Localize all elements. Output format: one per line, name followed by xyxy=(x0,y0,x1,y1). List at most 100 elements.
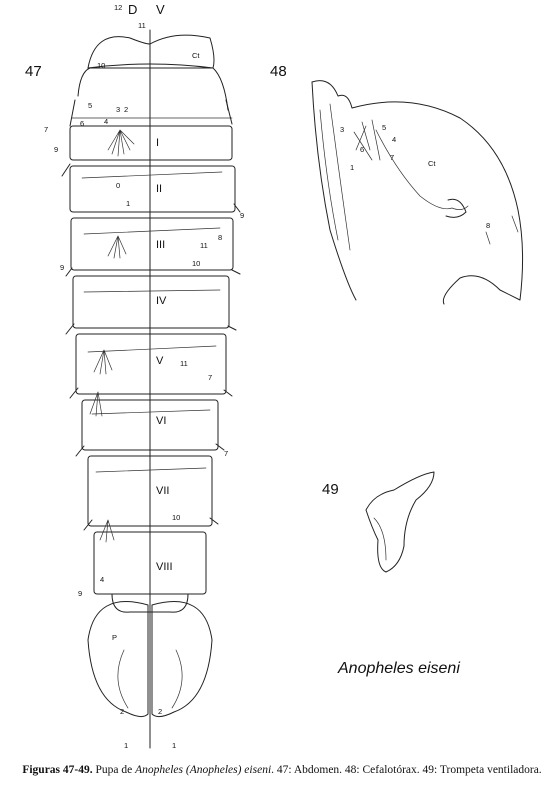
seta-label: 7 xyxy=(44,125,48,134)
seta-tuft-I xyxy=(107,129,135,157)
paddle-right-fringe xyxy=(171,649,183,709)
seta-label: 4 xyxy=(104,117,108,126)
seta-label: 12 xyxy=(114,3,122,12)
dorsal-label: D xyxy=(128,2,137,17)
seta-label: 5 xyxy=(382,123,386,132)
lateral-spines-thorax xyxy=(69,99,233,127)
segment-label: I xyxy=(156,137,159,149)
caption-taxon: Anopheles (Anopheles) eiseni xyxy=(135,764,272,776)
seta-label: 1 xyxy=(172,741,176,750)
wing-sheath-line xyxy=(375,129,469,210)
segment-label: VI xyxy=(156,415,166,427)
segment-VII-outline xyxy=(87,455,213,527)
caption-label: Figuras 47-49. xyxy=(22,764,93,776)
segment-III-outline xyxy=(70,217,234,271)
metanotum xyxy=(77,67,229,111)
seta-label: 6 xyxy=(80,119,84,128)
seta-label: 10 xyxy=(192,259,200,268)
seta-tuft-III xyxy=(107,235,127,259)
fold-V xyxy=(87,345,217,353)
figure-49-trumpet: 49 xyxy=(322,471,435,573)
segment-label: V xyxy=(156,355,164,367)
seta-label: 1 xyxy=(124,741,128,750)
seta-label: 4 xyxy=(100,575,104,584)
segment-I-outline xyxy=(69,125,233,161)
lateral-spines-II-III xyxy=(61,163,241,277)
seta-label: 1 xyxy=(126,199,130,208)
seta-label: 8 xyxy=(486,221,490,230)
appendage-sheaths xyxy=(319,103,351,251)
seta-label: 2 xyxy=(158,707,162,716)
cephalothorax-outline xyxy=(87,34,215,69)
segment-II-outline xyxy=(69,165,236,213)
seta-label: 10 xyxy=(97,61,105,70)
fold-II xyxy=(81,171,223,179)
paddle-left xyxy=(87,601,149,718)
segment-label: VIII xyxy=(156,561,173,573)
segment-VIII-outline xyxy=(93,531,207,595)
seta-label: 10 xyxy=(172,513,180,522)
paddle-right xyxy=(151,601,213,718)
seta-tuft-VIII xyxy=(99,519,115,543)
seta-label: 11 xyxy=(138,21,146,30)
paddle-left-fringe xyxy=(117,649,129,709)
seta-label: 1 xyxy=(350,163,354,172)
cephalothorax-label: Ct xyxy=(192,51,200,60)
seta-label: 7 xyxy=(390,153,394,162)
cephalothorax-48-front xyxy=(311,81,357,301)
figure-48-cephalothorax: 48 Ct 3 5 4 7 6 1 8 xyxy=(270,63,524,305)
seta-label: 2 xyxy=(124,105,128,114)
segment-V-outline xyxy=(75,333,227,395)
seta-label: 5 xyxy=(88,101,92,110)
figure-number-49: 49 xyxy=(322,481,339,498)
cephalothorax-setae-posterior xyxy=(485,215,519,245)
segment-label: VII xyxy=(156,485,169,497)
figure-number-47: 47 xyxy=(25,63,42,80)
seta-tuft-V xyxy=(93,349,113,375)
respiratory-trumpet-48 xyxy=(445,198,467,218)
seta-label: 0 xyxy=(116,181,120,190)
figure-number-48: 48 xyxy=(270,63,287,80)
respiratory-trumpet-49 xyxy=(365,471,435,573)
species-name: Anopheles eiseni xyxy=(338,660,460,677)
lateral-spines-VI-VII xyxy=(75,443,225,531)
segment-label: IV xyxy=(156,295,167,307)
figure-47-abdomen: 47 D V Ct P xyxy=(25,2,244,750)
cephalothorax-setae xyxy=(353,119,381,161)
lateral-spines-IV-V xyxy=(65,323,237,399)
seta-label: 11 xyxy=(180,359,188,368)
segment-VI-outline xyxy=(81,399,219,451)
paddle-label: P xyxy=(112,633,117,642)
caption-text-1: Pupa de xyxy=(92,764,136,776)
cephalothorax-48-outline xyxy=(311,80,524,305)
seta-label: 7 xyxy=(224,449,228,458)
fold-VI xyxy=(91,409,211,415)
seta-label: 4 xyxy=(392,135,396,144)
segment-IV-outline xyxy=(72,275,230,329)
cephalothorax-base xyxy=(87,63,214,69)
seta-label: 7 xyxy=(208,373,212,382)
caption-text-2: . 47: Abdomen. 48: Cefalotórax. 49: Trom… xyxy=(271,764,542,776)
cephalothorax-48-label: Ct xyxy=(428,159,436,168)
fold-VII xyxy=(95,467,207,473)
seta-label: 3 xyxy=(340,125,344,134)
figure-caption: Figuras 47-49. Pupa de Anopheles (Anophe… xyxy=(6,763,558,778)
trumpet-inner-line xyxy=(373,517,387,561)
segment-label: III xyxy=(156,239,165,251)
seta-label: 3 xyxy=(116,105,120,114)
seta-label: 6 xyxy=(360,145,364,154)
fold-IV xyxy=(83,289,221,293)
seta-label: 9 xyxy=(54,145,58,154)
segment-label: II xyxy=(156,183,162,195)
seta-tuft-VI xyxy=(89,391,103,417)
seta-label: 2 xyxy=(120,707,124,716)
seta-label: 11 xyxy=(200,241,208,250)
seta-label: 9 xyxy=(240,211,244,220)
ventral-label: V xyxy=(156,2,165,17)
segment-IX xyxy=(111,593,189,613)
seta-label: 9 xyxy=(78,589,82,598)
fold-III xyxy=(83,227,221,235)
seta-label: 8 xyxy=(218,233,222,242)
seta-label: 9 xyxy=(60,263,64,272)
